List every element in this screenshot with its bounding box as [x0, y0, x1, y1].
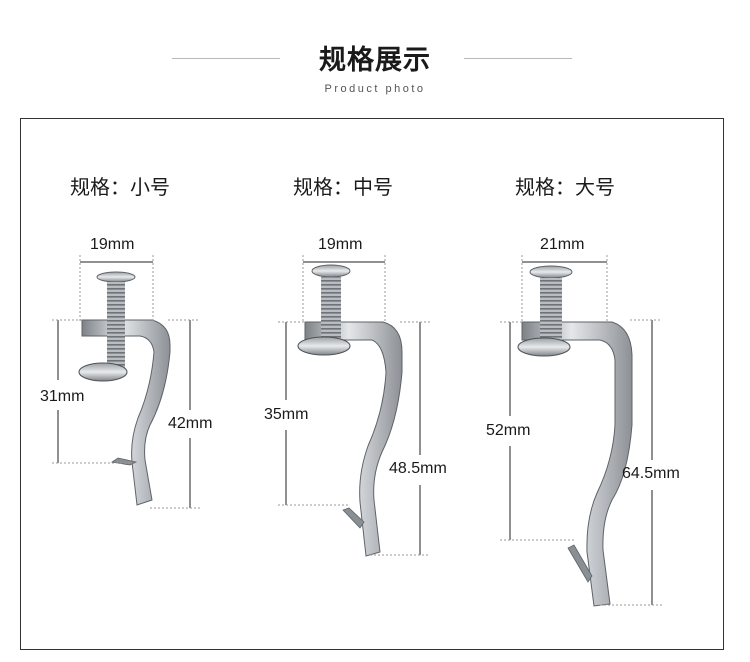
dim-screw-width-large: 21mm	[540, 236, 585, 253]
dim-screw-width-small: 19mm	[90, 236, 135, 253]
screw-head-bottom	[78, 362, 128, 382]
hook-body	[521, 321, 633, 607]
hook-body	[81, 319, 171, 506]
hook-prong	[342, 507, 365, 529]
hook-medium	[297, 264, 403, 557]
page-title: 规格展示	[319, 45, 431, 76]
dim-total-height-large: 64.5mm	[622, 465, 680, 482]
spec-label-large: 规格：大号	[515, 175, 615, 199]
dim-total-height-small: 42mm	[168, 415, 213, 432]
spec-label-small: 规格：小号	[70, 175, 170, 199]
screw-head-top	[96, 271, 136, 283]
page-subtitle: Product photo	[324, 83, 426, 95]
hook-body	[304, 321, 403, 557]
screw-head-bottom	[517, 337, 571, 357]
screw-head-top	[311, 264, 351, 278]
hook-small	[78, 271, 171, 506]
hook-large	[517, 265, 633, 607]
header-divider-right	[464, 58, 572, 59]
dim-screw-width-medium: 19mm	[318, 236, 363, 253]
screw-thread	[321, 277, 341, 339]
screw-thread	[540, 278, 562, 340]
dim-short-height-large: 52mm	[486, 422, 531, 439]
hook-prong	[567, 544, 593, 583]
dim-short-height-small: 31mm	[40, 388, 85, 405]
dim-total-height-medium: 48.5mm	[389, 460, 447, 477]
header-divider-left	[172, 58, 280, 59]
product-frame	[20, 118, 724, 650]
screw-head-bottom	[297, 336, 351, 356]
dim-short-height-medium: 35mm	[264, 406, 309, 423]
spec-label-medium: 规格：中号	[293, 175, 393, 199]
screw-head-top	[529, 265, 573, 279]
dimension-lines	[52, 255, 662, 606]
screw-thread	[107, 282, 125, 368]
